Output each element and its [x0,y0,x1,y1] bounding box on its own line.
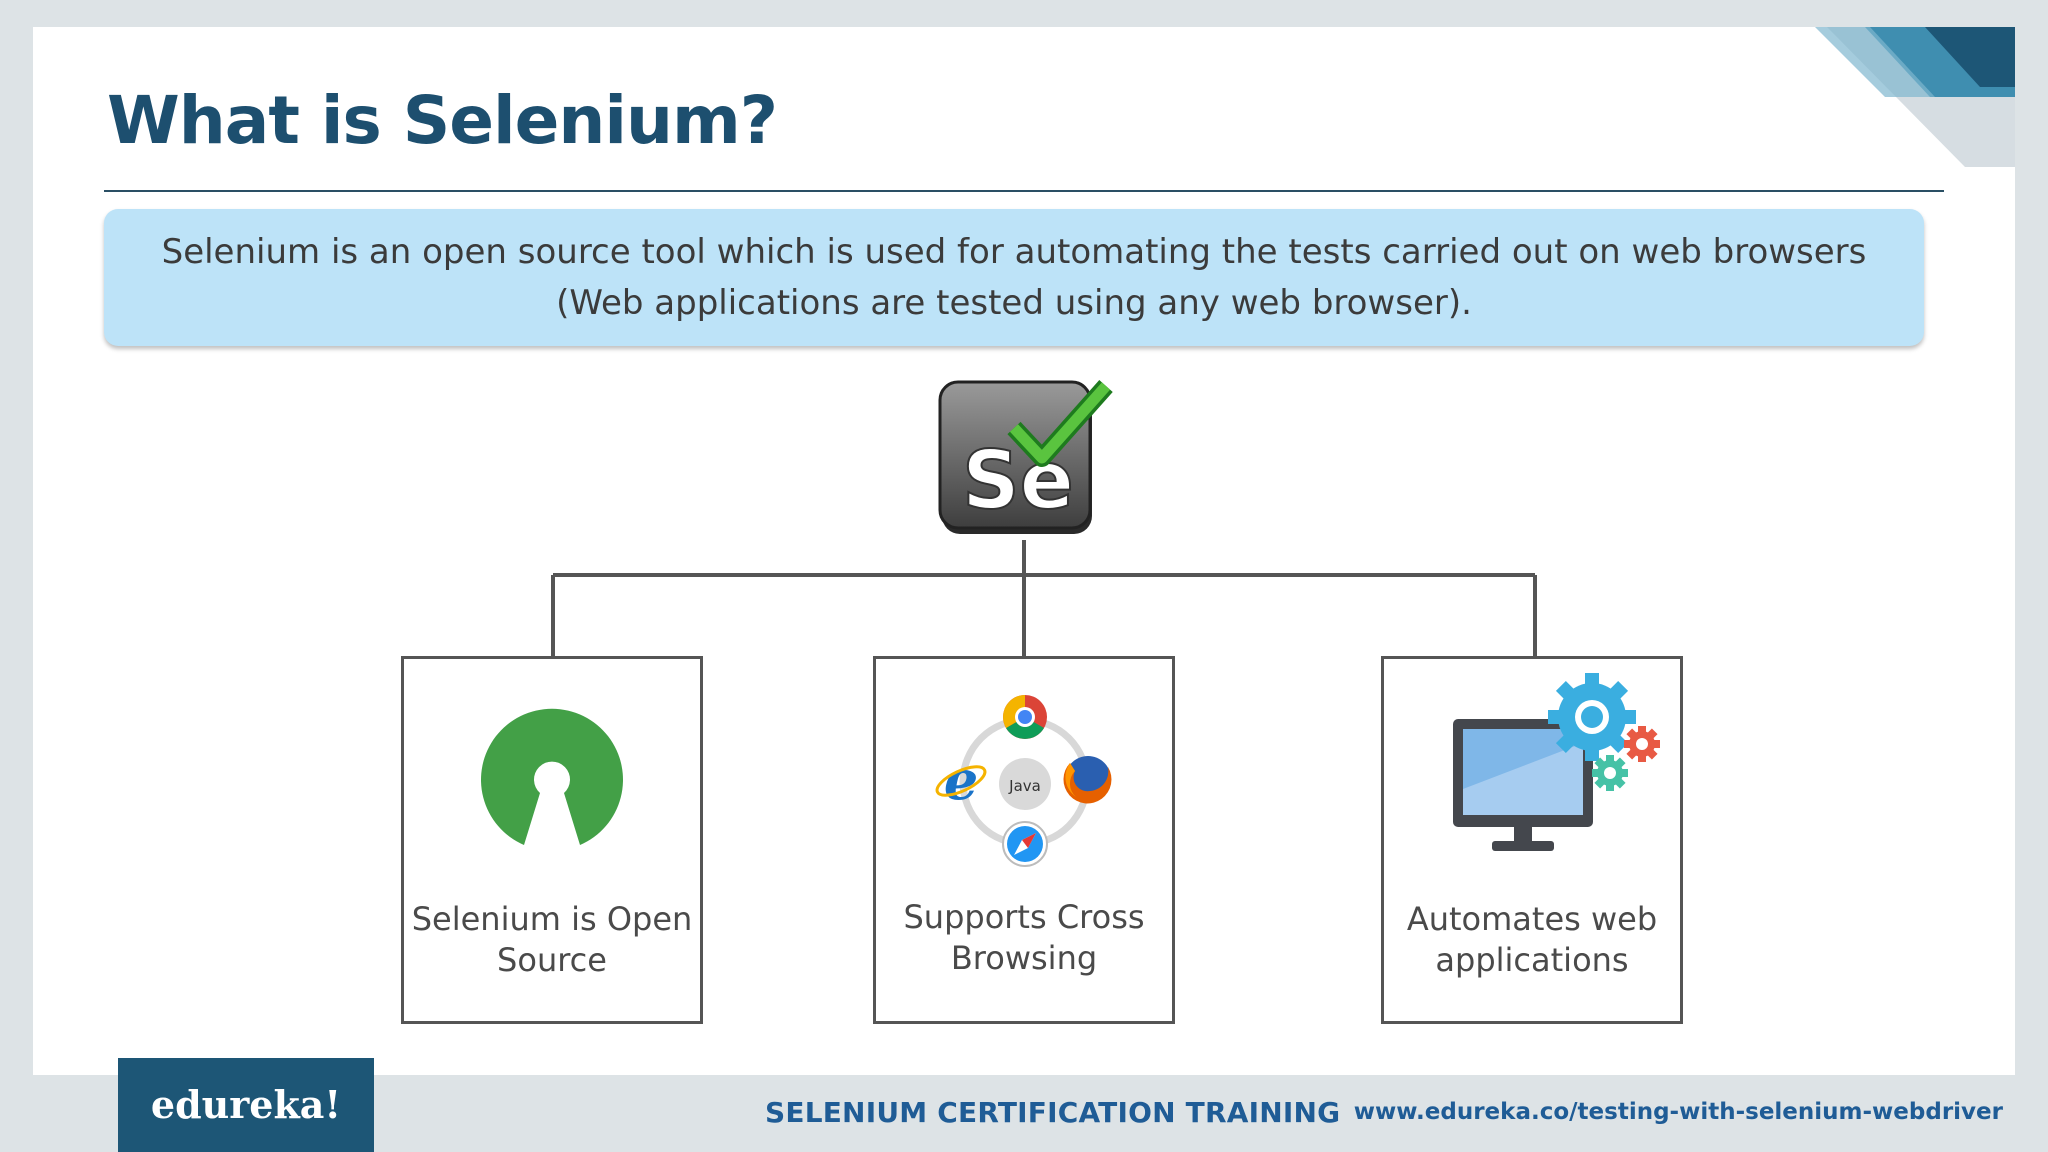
card-label-line-2: applications [1435,941,1629,979]
open-source-icon [481,708,623,845]
corner-decoration [1815,27,2015,167]
slide-title: What is Selenium? [107,82,778,159]
definition-line-2: (Web applications are tested using any w… [556,283,1472,323]
edureka-logo: edureka! [118,1058,374,1152]
card-label-line-2: Browsing [950,939,1098,977]
safari-icon [1002,821,1048,867]
card-label-line-1: Supports Cross [903,898,1145,936]
course-title: SELENIUM CERTIFICATION TRAINING [765,1096,1341,1129]
selenium-logo-icon: Se [938,380,1113,534]
java-label: Java [1008,777,1041,795]
card-automates-web: Automates web applications [1381,656,1683,1024]
selenium-logo-text: Se [962,434,1074,527]
card-open-source: Selenium is Open Source [401,656,703,1024]
internet-explorer-icon: e [935,748,987,812]
svg-text:e: e [944,748,978,812]
definition-line-1: Selenium is an open source tool which is… [161,232,1867,272]
card-label-line-1: Automates web [1406,900,1658,938]
course-url-link[interactable]: www.edureka.co/testing-with-selenium-web… [1353,1099,2003,1125]
cross-browser-icon: e Java [935,695,1112,867]
monitor-gears-icon [1453,673,1660,851]
firefox-icon [1063,756,1112,804]
card-label-line-2: Source [497,941,607,979]
title-divider [104,190,1944,192]
chrome-icon [1003,695,1047,739]
card-cross-browsing: e Java Supports Cross Browsing [873,656,1175,1024]
definition-box: Selenium is an open source tool which is… [104,209,1924,346]
card-label-line-1: Selenium is Open [411,900,693,938]
